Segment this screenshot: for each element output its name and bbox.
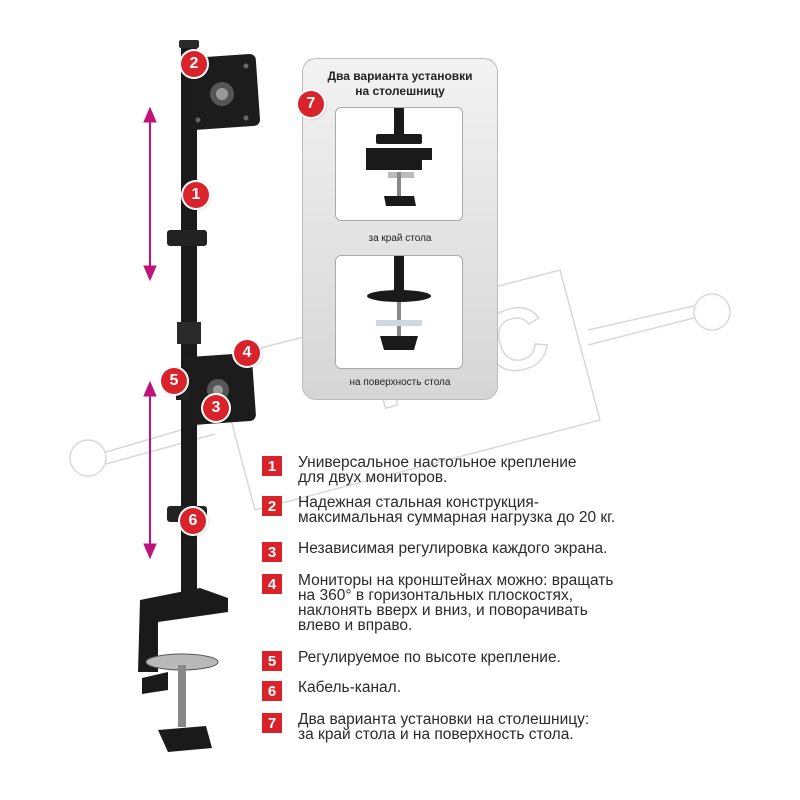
feature-text: Два варианта установки на столешницу: <box>298 711 590 728</box>
edge-mount-image <box>335 107 463 221</box>
image-badge-6: 6 <box>180 508 206 534</box>
feature-item-3: 3 Независимая регулировка каждого экрана… <box>262 541 782 562</box>
feature-text: влево и вправо. <box>298 617 413 634</box>
feature-number: 3 <box>262 542 282 562</box>
feature-number: 5 <box>262 651 282 671</box>
height-adjust-arrows <box>143 106 157 560</box>
feature-text: для двух мониторов. <box>298 469 448 486</box>
panel-badge-7: 7 <box>298 91 324 117</box>
feature-number: 2 <box>262 496 282 516</box>
image-badge-2: 2 <box>181 51 207 77</box>
panel-title: Два варианта установки на столешницу <box>327 69 473 98</box>
feature-text: на 360° в горизонтальных плоскостях, <box>298 587 573 604</box>
feature-text: максимальная суммарная нагрузка до 20 кг… <box>298 509 616 526</box>
surface-mount-illustration <box>367 256 431 350</box>
feature-item-2: 2 Надежная стальная конструкция-максимал… <box>262 495 782 525</box>
feature-item-4: 4 Мониторы на кронштейнах можно: вращать… <box>262 573 782 633</box>
feature-text: Надежная стальная конструкция- <box>298 494 539 511</box>
feature-text: Независимая регулировка каждого экрана. <box>298 540 608 557</box>
image-badge-3: 3 <box>203 395 229 421</box>
feature-text: за край стола и на поверхность стола. <box>298 726 574 743</box>
feature-number: 1 <box>262 456 282 476</box>
monitor-mount-illustration <box>138 40 261 752</box>
feature-number: 7 <box>262 713 282 733</box>
feature-text: наклонять вверх и вниз, и поворачивать <box>298 602 588 619</box>
feature-item-5: 5 Регулируемое по высоте крепление. <box>262 650 782 671</box>
feature-text: Регулируемое по высоте крепление. <box>298 649 561 666</box>
feature-text: Универсальное настольное крепление <box>298 454 577 471</box>
feature-number: 4 <box>262 574 282 594</box>
image-badge-5: 5 <box>161 368 187 394</box>
edge-clamp-illustration <box>366 108 432 206</box>
image-badge-4: 4 <box>234 340 260 366</box>
feature-text: Мониторы на кронштейнах можно: вращать <box>298 572 614 589</box>
caption-edge: за край стола <box>368 233 432 244</box>
image-badge-1: 1 <box>183 182 209 208</box>
surface-mount-image <box>335 255 463 369</box>
feature-number: 6 <box>262 681 282 701</box>
caption-surface: на поверхность стола <box>349 377 451 388</box>
feature-item-6: 6 Кабель-канал. <box>262 680 782 701</box>
installation-options-panel: Два варианта установки на столешницу за … <box>302 58 498 400</box>
feature-text: Кабель-канал. <box>298 679 402 696</box>
feature-item-7: 7 Два варианта установки на столешницу:з… <box>262 712 782 742</box>
